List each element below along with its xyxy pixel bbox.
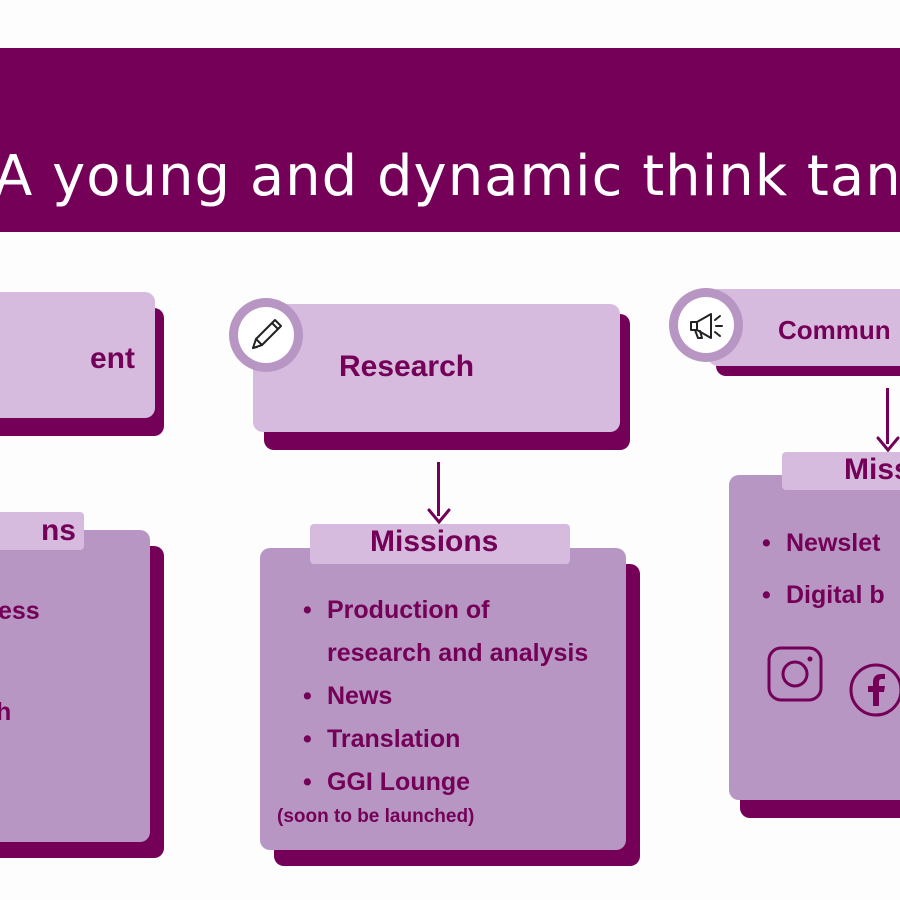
communication-arrow-line xyxy=(886,388,889,444)
communication-arrow-head xyxy=(876,436,900,453)
research-item-translation: Translation xyxy=(303,718,588,761)
communication-icon-bg xyxy=(678,297,734,353)
left-missions-box xyxy=(0,530,150,842)
research-arrow-line xyxy=(437,462,440,516)
communication-missions-list: Newslet Digital b xyxy=(760,517,885,621)
communication-card: Commun xyxy=(708,289,900,366)
megaphone-icon xyxy=(690,313,723,339)
communication-item-digital: Digital b xyxy=(762,569,885,621)
communication-missions-title: Miss xyxy=(844,453,900,486)
communication-missions-tab: Miss xyxy=(782,452,900,490)
instagram-icon xyxy=(767,646,823,702)
research-missions-tab: Missions xyxy=(310,524,570,564)
research-title: Research xyxy=(339,350,475,383)
left-card: ent xyxy=(0,292,155,418)
communication-item-newsletter: Newslet xyxy=(762,517,885,569)
left-item-2: h xyxy=(0,698,12,726)
research-icon-bg xyxy=(238,307,294,363)
research-card: Research xyxy=(253,304,620,432)
research-arrow-head xyxy=(427,508,451,525)
facebook-icon xyxy=(849,663,900,717)
research-item-news: News xyxy=(303,675,588,718)
research-note: (soon to be launched) xyxy=(277,806,475,827)
left-missions-title: ns xyxy=(40,514,76,547)
banner-title: A young and dynamic think tank xyxy=(0,144,900,209)
research-item-ggi-lounge: GGI Lounge xyxy=(303,761,588,804)
left-card-title: ent xyxy=(90,342,135,375)
research-missions-title: Missions xyxy=(370,525,499,558)
pencil-icon xyxy=(252,319,282,349)
communication-title: Commun xyxy=(778,315,891,345)
left-item-1: ess xyxy=(0,597,40,625)
left-missions-tab: ns xyxy=(0,512,84,550)
title-banner: A young and dynamic think tank xyxy=(0,48,900,232)
